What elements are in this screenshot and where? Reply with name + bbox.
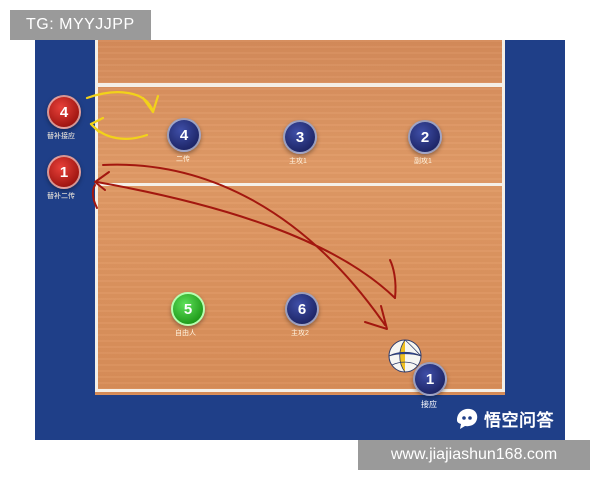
red-arrow-tail (91, 184, 98, 209)
court-right-sideline (502, 40, 505, 392)
rotation-arrows (85, 91, 397, 330)
player-number: 4 (179, 126, 189, 144)
outside-hitter-1-player: 3 (283, 120, 317, 154)
player-number: 5 (183, 300, 193, 318)
opposite-player: 1 (413, 362, 447, 396)
court-net-line (95, 83, 505, 87)
middle-blocker-1-label: 副攻1 (414, 158, 432, 165)
court-attack-line (95, 183, 505, 186)
sub-setter-label: 替补二传 (47, 193, 75, 200)
player-number: 3 (295, 128, 305, 146)
player-number: 1 (59, 163, 69, 181)
outside-hitter-2-label: 主攻2 (291, 330, 309, 337)
yellow-swap-arrow-top (85, 91, 155, 114)
yellow-swap-arrowhead-top (141, 94, 160, 114)
court-left-sideline (95, 40, 98, 392)
watermark-url: www.jiajiashun168.com (358, 440, 590, 470)
sub-opposite-player: 4 (47, 95, 81, 129)
outside-hitter-2-player: 6 (285, 292, 319, 326)
red-arrowhead-to-receiver (364, 305, 388, 330)
volleyball-icon (388, 339, 422, 373)
sub-setter-player: 1 (47, 155, 81, 189)
red-arrow-to-receiver (102, 163, 386, 326)
volleyball-court-diagram: 4 替补接应 1 替补二传 4 二传 3 主攻1 2 副攻1 5 自由人 6 主… (35, 40, 565, 440)
sub-opposite-label: 替补接应 (47, 133, 75, 140)
middle-blocker-1-player: 2 (408, 120, 442, 154)
libero-player: 5 (171, 292, 205, 326)
player-number: 4 (59, 103, 69, 121)
setter-label: 二传 (176, 156, 190, 163)
yellow-swap-arrowhead-bottom (89, 116, 105, 134)
player-number: 2 (420, 128, 430, 146)
opposite-label: 接应 (421, 400, 437, 409)
wukong-logo: 悟空问答 (454, 404, 554, 432)
outside-hitter-1-label: 主攻1 (289, 158, 307, 165)
court-end-line (95, 389, 505, 392)
red-arrowhead-to-setter (94, 171, 110, 191)
setter-player: 4 (167, 118, 201, 152)
libero-label: 自由人 (175, 330, 196, 337)
red-arrow-to-setter (96, 181, 396, 299)
red-arrow-up-stroke (389, 259, 397, 299)
player-number: 1 (425, 370, 435, 388)
court-floor (95, 40, 505, 395)
player-number: 6 (297, 300, 307, 318)
watermark-tag: TG: MYYJJPP (10, 10, 151, 40)
wukong-logo-text: 悟空问答 (484, 410, 554, 430)
wukong-logo-icon (457, 408, 478, 429)
